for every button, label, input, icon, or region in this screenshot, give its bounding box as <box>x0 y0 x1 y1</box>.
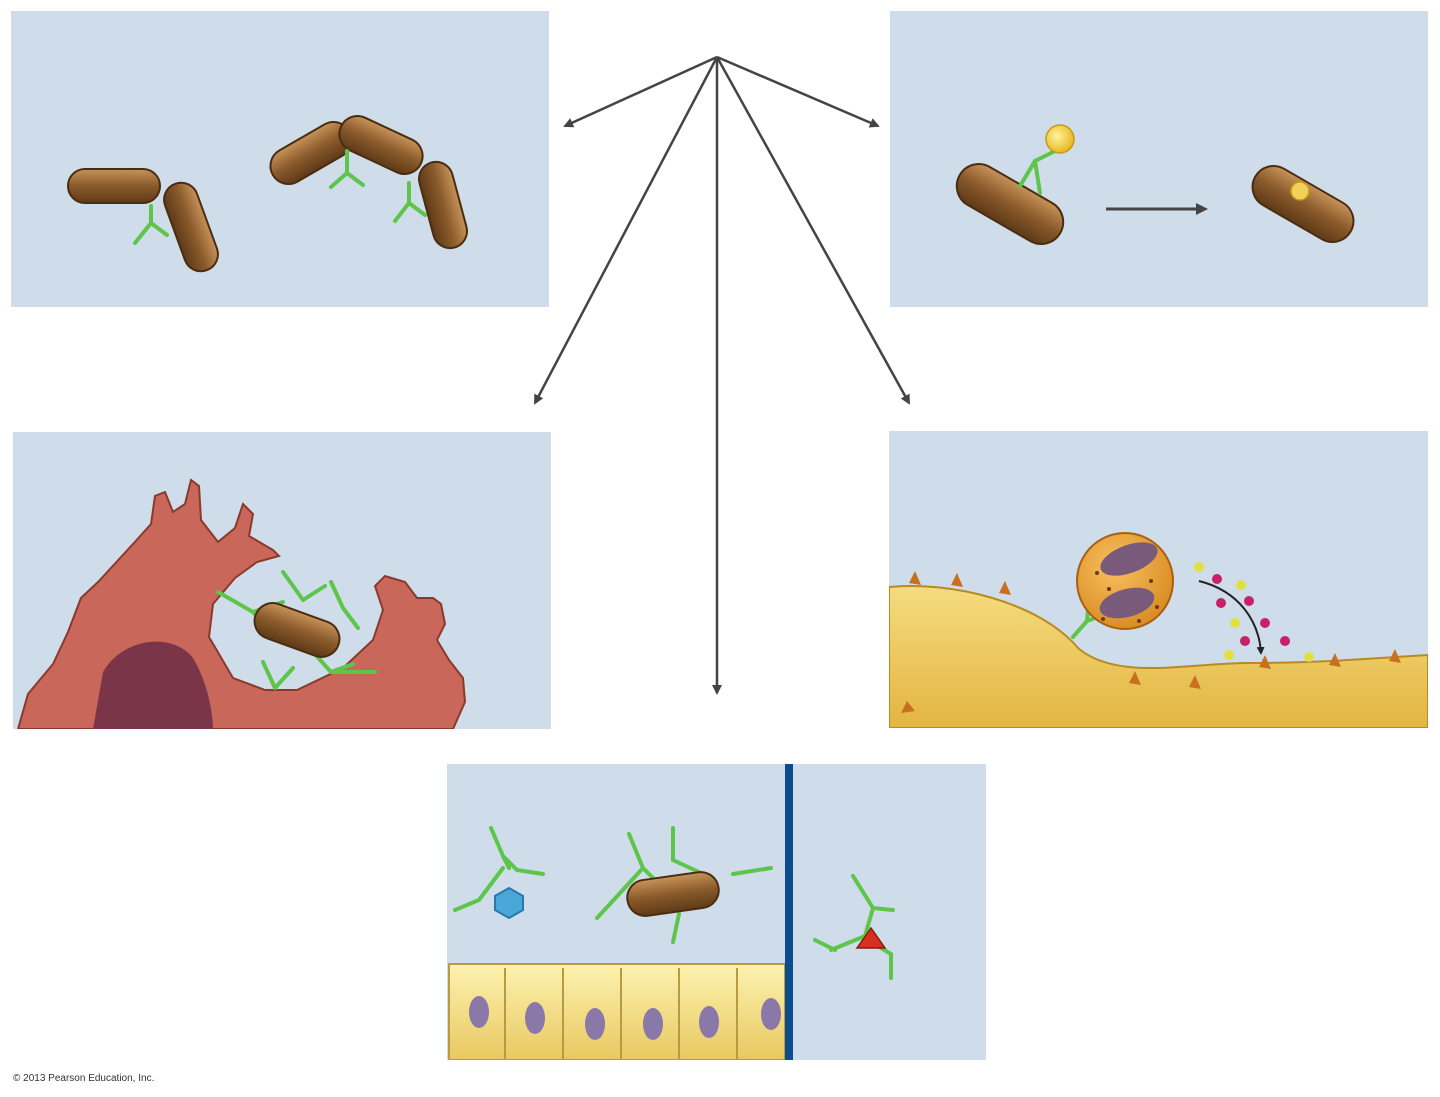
nk-cell-icon <box>1076 532 1174 630</box>
target-cell-icon <box>889 571 1428 728</box>
neutralization-panel <box>447 764 986 1060</box>
arrow-to-complement <box>716 55 880 128</box>
arrow-to-opsonization <box>533 56 719 405</box>
lysed-bacterium-icon <box>1251 165 1355 243</box>
antibody-icon <box>329 149 427 223</box>
virus-icon <box>494 886 524 920</box>
epithelial-cells-icon <box>448 963 786 1060</box>
agglutination-panel <box>11 11 549 307</box>
arrow-to-agglutination <box>563 55 718 128</box>
opsonization-panel <box>13 432 551 729</box>
release-arrow <box>1198 580 1265 655</box>
antibody-dependent-cytotoxicity-panel <box>889 431 1428 728</box>
copyright-text: © 2013 Pearson Education, Inc. <box>13 1073 155 1084</box>
complement-activation-panel <box>890 11 1428 307</box>
toxin-icon <box>855 926 887 949</box>
antibody-icon <box>1018 149 1057 195</box>
granules-icon <box>1194 562 1314 662</box>
bacterium-icon <box>253 602 341 658</box>
divider <box>785 764 793 1060</box>
bacterium-icon <box>67 168 161 204</box>
bacterium-icon <box>955 163 1065 245</box>
phagocyte-nucleus-icon <box>93 641 213 729</box>
bacterium-icon <box>338 115 424 175</box>
phagocyte-icon <box>16 478 467 729</box>
bacterium-icon <box>418 160 468 250</box>
arrow-to-adcc <box>715 56 911 405</box>
antibody-icon <box>133 204 169 245</box>
bacterium-icon <box>626 871 720 917</box>
antibody-icon <box>453 826 895 980</box>
membrane-pore-icon <box>1290 181 1310 201</box>
complement-protein-icon <box>1045 124 1075 154</box>
bacterium-icon <box>163 181 219 273</box>
